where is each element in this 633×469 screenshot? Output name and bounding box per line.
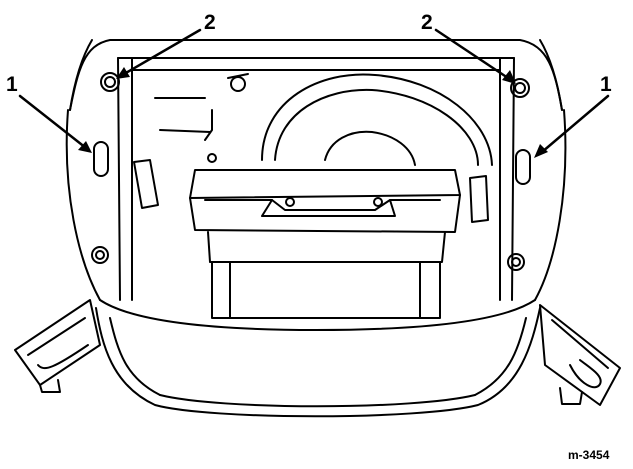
figure-id: m-3454 — [568, 448, 610, 462]
upper-left-bolt — [100, 72, 120, 92]
callout-2-right: 2 — [421, 11, 433, 34]
upper-right-bolt — [510, 78, 530, 98]
right-mounting-foot — [539, 304, 621, 406]
lower-left-bolt — [91, 246, 109, 264]
trunk-opening-outline — [65, 39, 567, 301]
left-slot — [93, 141, 109, 177]
lower-right-bolt — [507, 253, 525, 271]
callout-1-right: 1 — [600, 73, 612, 96]
slotted-holes — [93, 141, 531, 185]
side-brackets — [133, 159, 489, 223]
left-wall-markings — [154, 73, 249, 163]
upper-bolts — [100, 72, 530, 98]
inner-compartment-walls — [117, 57, 515, 301]
leader-lines — [18, 28, 610, 158]
right-slot — [515, 149, 531, 185]
rear-bumper — [95, 299, 541, 418]
left-mounting-foot — [14, 299, 101, 393]
callout-1-left: 1 — [6, 73, 18, 96]
spare-tire — [261, 73, 493, 166]
lower-bolts — [91, 246, 525, 271]
callout-2-left: 2 — [204, 11, 216, 34]
jack-tray — [189, 169, 461, 319]
